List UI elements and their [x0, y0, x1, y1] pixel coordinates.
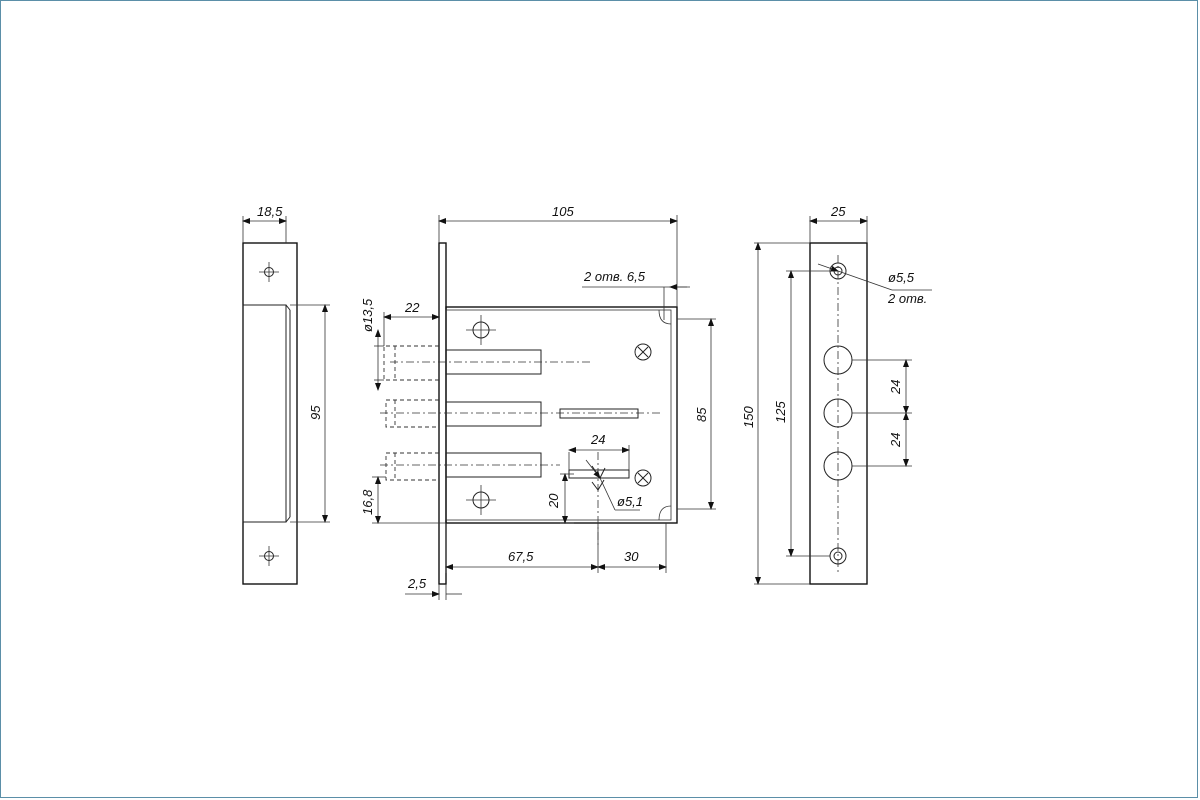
- bolt-middle: [380, 399, 660, 428]
- face-height-label: 150: [741, 406, 756, 428]
- bolt-projection-label: 22: [404, 300, 420, 315]
- bolt-pitch-2-label: 24: [888, 433, 903, 448]
- face-hole-count-label: 2 отв.: [887, 291, 927, 306]
- bolt-top: [383, 345, 590, 381]
- bolt-pitch-1-label: 24: [888, 380, 903, 395]
- front-view: 105 2 отв. 6,5 22 ø13,5 16,8 85 24: [360, 204, 716, 600]
- key-height-label: 20: [546, 493, 561, 509]
- bolt-offset-label: 16,8: [360, 489, 375, 515]
- side-body-outline: [242, 304, 287, 523]
- face-width-label: 25: [830, 204, 846, 219]
- screw-bottom: [634, 469, 652, 487]
- bolt-diameter-label: ø13,5: [360, 298, 375, 332]
- body-height-label: 85: [694, 407, 709, 422]
- body-hole-bottom: [466, 485, 496, 515]
- face-plate-outline: [809, 242, 868, 585]
- keyhole: [568, 452, 640, 545]
- face-plate-edge: [438, 242, 447, 585]
- side-view: 18,5 95: [242, 204, 330, 585]
- side-height-label: 95: [308, 405, 323, 420]
- side-width-label: 18,5: [257, 204, 283, 219]
- face-hole-label: ø5,5: [888, 270, 915, 285]
- bolt-bottom: [380, 452, 560, 481]
- key-width-label: 24: [590, 432, 605, 447]
- body-hole-top: [466, 315, 496, 345]
- corner-holes-label: 2 отв. 6,5: [583, 269, 646, 284]
- key-hole-label: ø5,1: [617, 494, 643, 509]
- side-bottom-hole: [259, 546, 279, 566]
- key-offset-label: 30: [624, 549, 639, 564]
- body-width-label: 105: [552, 204, 574, 219]
- backset-label: 67,5: [508, 549, 534, 564]
- plate-thickness-label: 2,5: [407, 576, 427, 591]
- side-top-hole: [259, 262, 279, 282]
- face-view: 25 ø5,5 2 отв. 150 125 24 24: [741, 204, 932, 585]
- screw-top: [634, 343, 652, 361]
- hole-spacing-label: 125: [773, 401, 788, 423]
- side-plate-outline: [242, 242, 298, 585]
- latch-slot: [559, 408, 639, 419]
